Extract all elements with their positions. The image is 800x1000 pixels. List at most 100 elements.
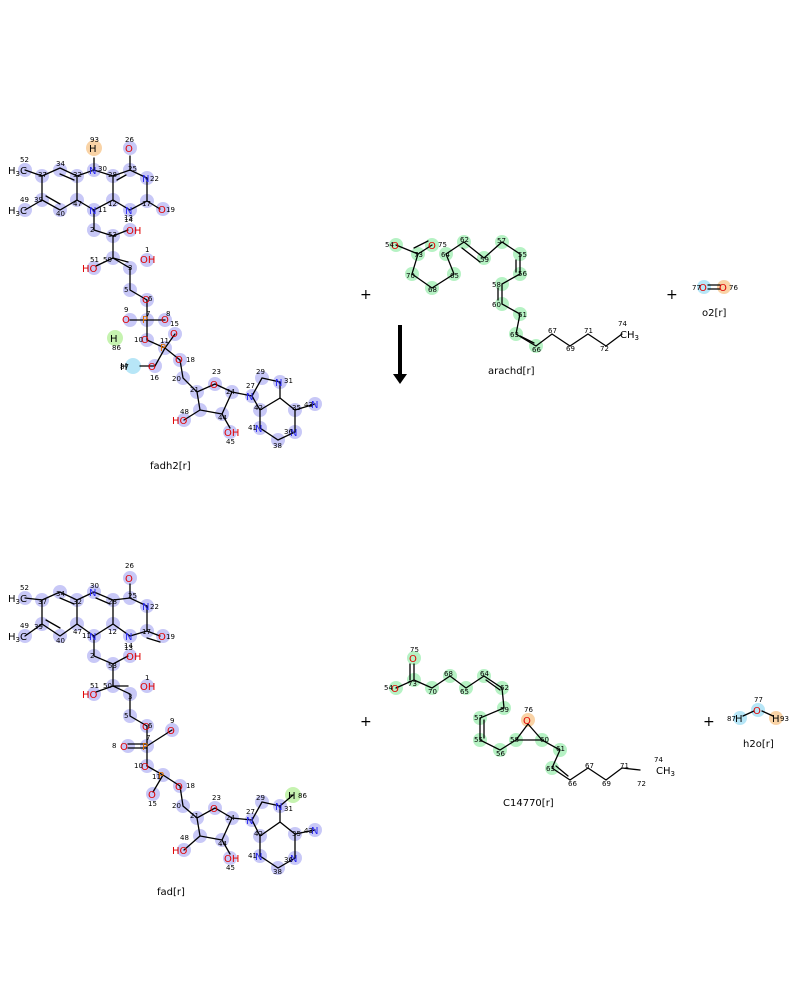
svg-text:1: 1	[145, 674, 149, 682]
svg-text:51: 51	[90, 682, 99, 690]
svg-text:N: N	[89, 632, 96, 643]
svg-text:47: 47	[73, 628, 82, 636]
svg-text:10: 10	[134, 336, 143, 344]
svg-text:O: O	[719, 283, 727, 294]
svg-text:28: 28	[108, 171, 117, 179]
svg-text:N: N	[89, 588, 96, 599]
svg-text:55: 55	[518, 251, 527, 259]
svg-text:12: 12	[108, 628, 117, 636]
svg-text:O: O	[148, 790, 156, 801]
svg-text:O: O	[523, 716, 531, 727]
svg-text:H: H	[110, 334, 118, 345]
svg-text:H: H	[288, 791, 296, 802]
svg-text:11: 11	[152, 773, 161, 781]
svg-text:14: 14	[124, 642, 133, 650]
svg-text:58: 58	[510, 736, 519, 744]
svg-text:63: 63	[546, 765, 555, 773]
svg-text:73: 73	[414, 251, 423, 259]
svg-text:65: 65	[460, 688, 469, 696]
svg-text:93: 93	[780, 715, 789, 723]
svg-text:15: 15	[148, 800, 157, 808]
svg-text:O: O	[409, 654, 417, 665]
svg-text:70: 70	[406, 272, 415, 280]
svg-text:50: 50	[103, 256, 112, 264]
svg-text:50: 50	[103, 682, 112, 690]
svg-text:71: 71	[584, 327, 593, 335]
svg-text:20: 20	[172, 375, 181, 383]
svg-text:26: 26	[125, 136, 134, 144]
svg-text:49: 49	[20, 622, 29, 630]
svg-text:O: O	[120, 742, 128, 753]
arachd-name: arachd[r]	[488, 366, 535, 377]
svg-text:54: 54	[385, 241, 394, 249]
svg-text:HO: HO	[172, 846, 188, 857]
svg-text:59: 59	[500, 706, 509, 714]
molecule-fad: H3C H3C N O N O N N OH HO OH O O P O O P…	[8, 562, 322, 898]
svg-text:67: 67	[585, 762, 594, 770]
svg-text:62: 62	[500, 684, 509, 692]
svg-text:48: 48	[180, 834, 189, 842]
svg-text:44: 44	[218, 840, 227, 848]
svg-text:13: 13	[124, 644, 133, 652]
svg-text:60: 60	[492, 301, 501, 309]
svg-text:74: 74	[654, 756, 663, 764]
svg-text:19: 19	[166, 206, 175, 214]
svg-text:O: O	[175, 782, 183, 793]
svg-text:N: N	[142, 174, 149, 185]
svg-text:7: 7	[146, 310, 150, 318]
h2o-name: h2o[r]	[743, 739, 774, 750]
svg-text:41: 41	[248, 852, 257, 860]
svg-text:87: 87	[120, 363, 129, 371]
svg-text:38: 38	[273, 442, 282, 450]
svg-text:1: 1	[145, 246, 149, 254]
svg-text:86: 86	[298, 792, 307, 800]
svg-text:72: 72	[600, 345, 609, 353]
svg-text:N: N	[246, 816, 253, 827]
svg-text:CH3: CH3	[656, 766, 675, 778]
svg-text:77: 77	[754, 696, 763, 704]
svg-text:32: 32	[73, 171, 82, 179]
svg-text:P: P	[142, 315, 148, 326]
svg-text:OH: OH	[224, 428, 239, 439]
svg-text:45: 45	[226, 438, 235, 446]
svg-text:N: N	[290, 428, 297, 439]
svg-text:P: P	[158, 771, 164, 782]
svg-text:N: N	[255, 424, 262, 435]
svg-text:36: 36	[284, 428, 293, 436]
svg-text:62: 62	[460, 236, 469, 244]
svg-text:O: O	[141, 762, 149, 773]
svg-text:58: 58	[492, 281, 501, 289]
svg-text:O: O	[142, 722, 150, 733]
svg-text:31: 31	[284, 377, 293, 385]
svg-text:73: 73	[408, 680, 417, 688]
svg-text:HO: HO	[82, 690, 98, 701]
svg-text:O: O	[125, 144, 133, 155]
fadh2-name: fadh2[r]	[150, 461, 191, 472]
svg-text:77: 77	[692, 284, 701, 292]
svg-text:27: 27	[246, 382, 255, 390]
svg-text:H: H	[120, 362, 128, 373]
svg-text:O: O	[428, 241, 436, 252]
fad-name: fad[r]	[157, 887, 185, 898]
svg-text:8: 8	[112, 742, 116, 750]
svg-text:7: 7	[146, 734, 150, 742]
svg-text:O: O	[142, 295, 150, 306]
svg-text:61: 61	[518, 311, 527, 319]
svg-text:34: 34	[56, 590, 65, 598]
svg-text:H3C: H3C	[8, 166, 27, 178]
plus-sign: +	[703, 714, 715, 730]
svg-text:87: 87	[727, 715, 736, 723]
svg-text:29: 29	[256, 794, 265, 802]
svg-text:74: 74	[618, 320, 627, 328]
svg-text:N: N	[89, 206, 96, 217]
svg-text:N: N	[311, 826, 318, 837]
svg-text:72: 72	[637, 780, 646, 788]
svg-text:6: 6	[148, 722, 153, 730]
svg-text:H: H	[89, 144, 97, 155]
plus-sign: +	[360, 287, 372, 303]
svg-text:16: 16	[150, 374, 159, 382]
svg-text:H: H	[735, 714, 743, 725]
svg-text:H3C: H3C	[8, 632, 27, 644]
